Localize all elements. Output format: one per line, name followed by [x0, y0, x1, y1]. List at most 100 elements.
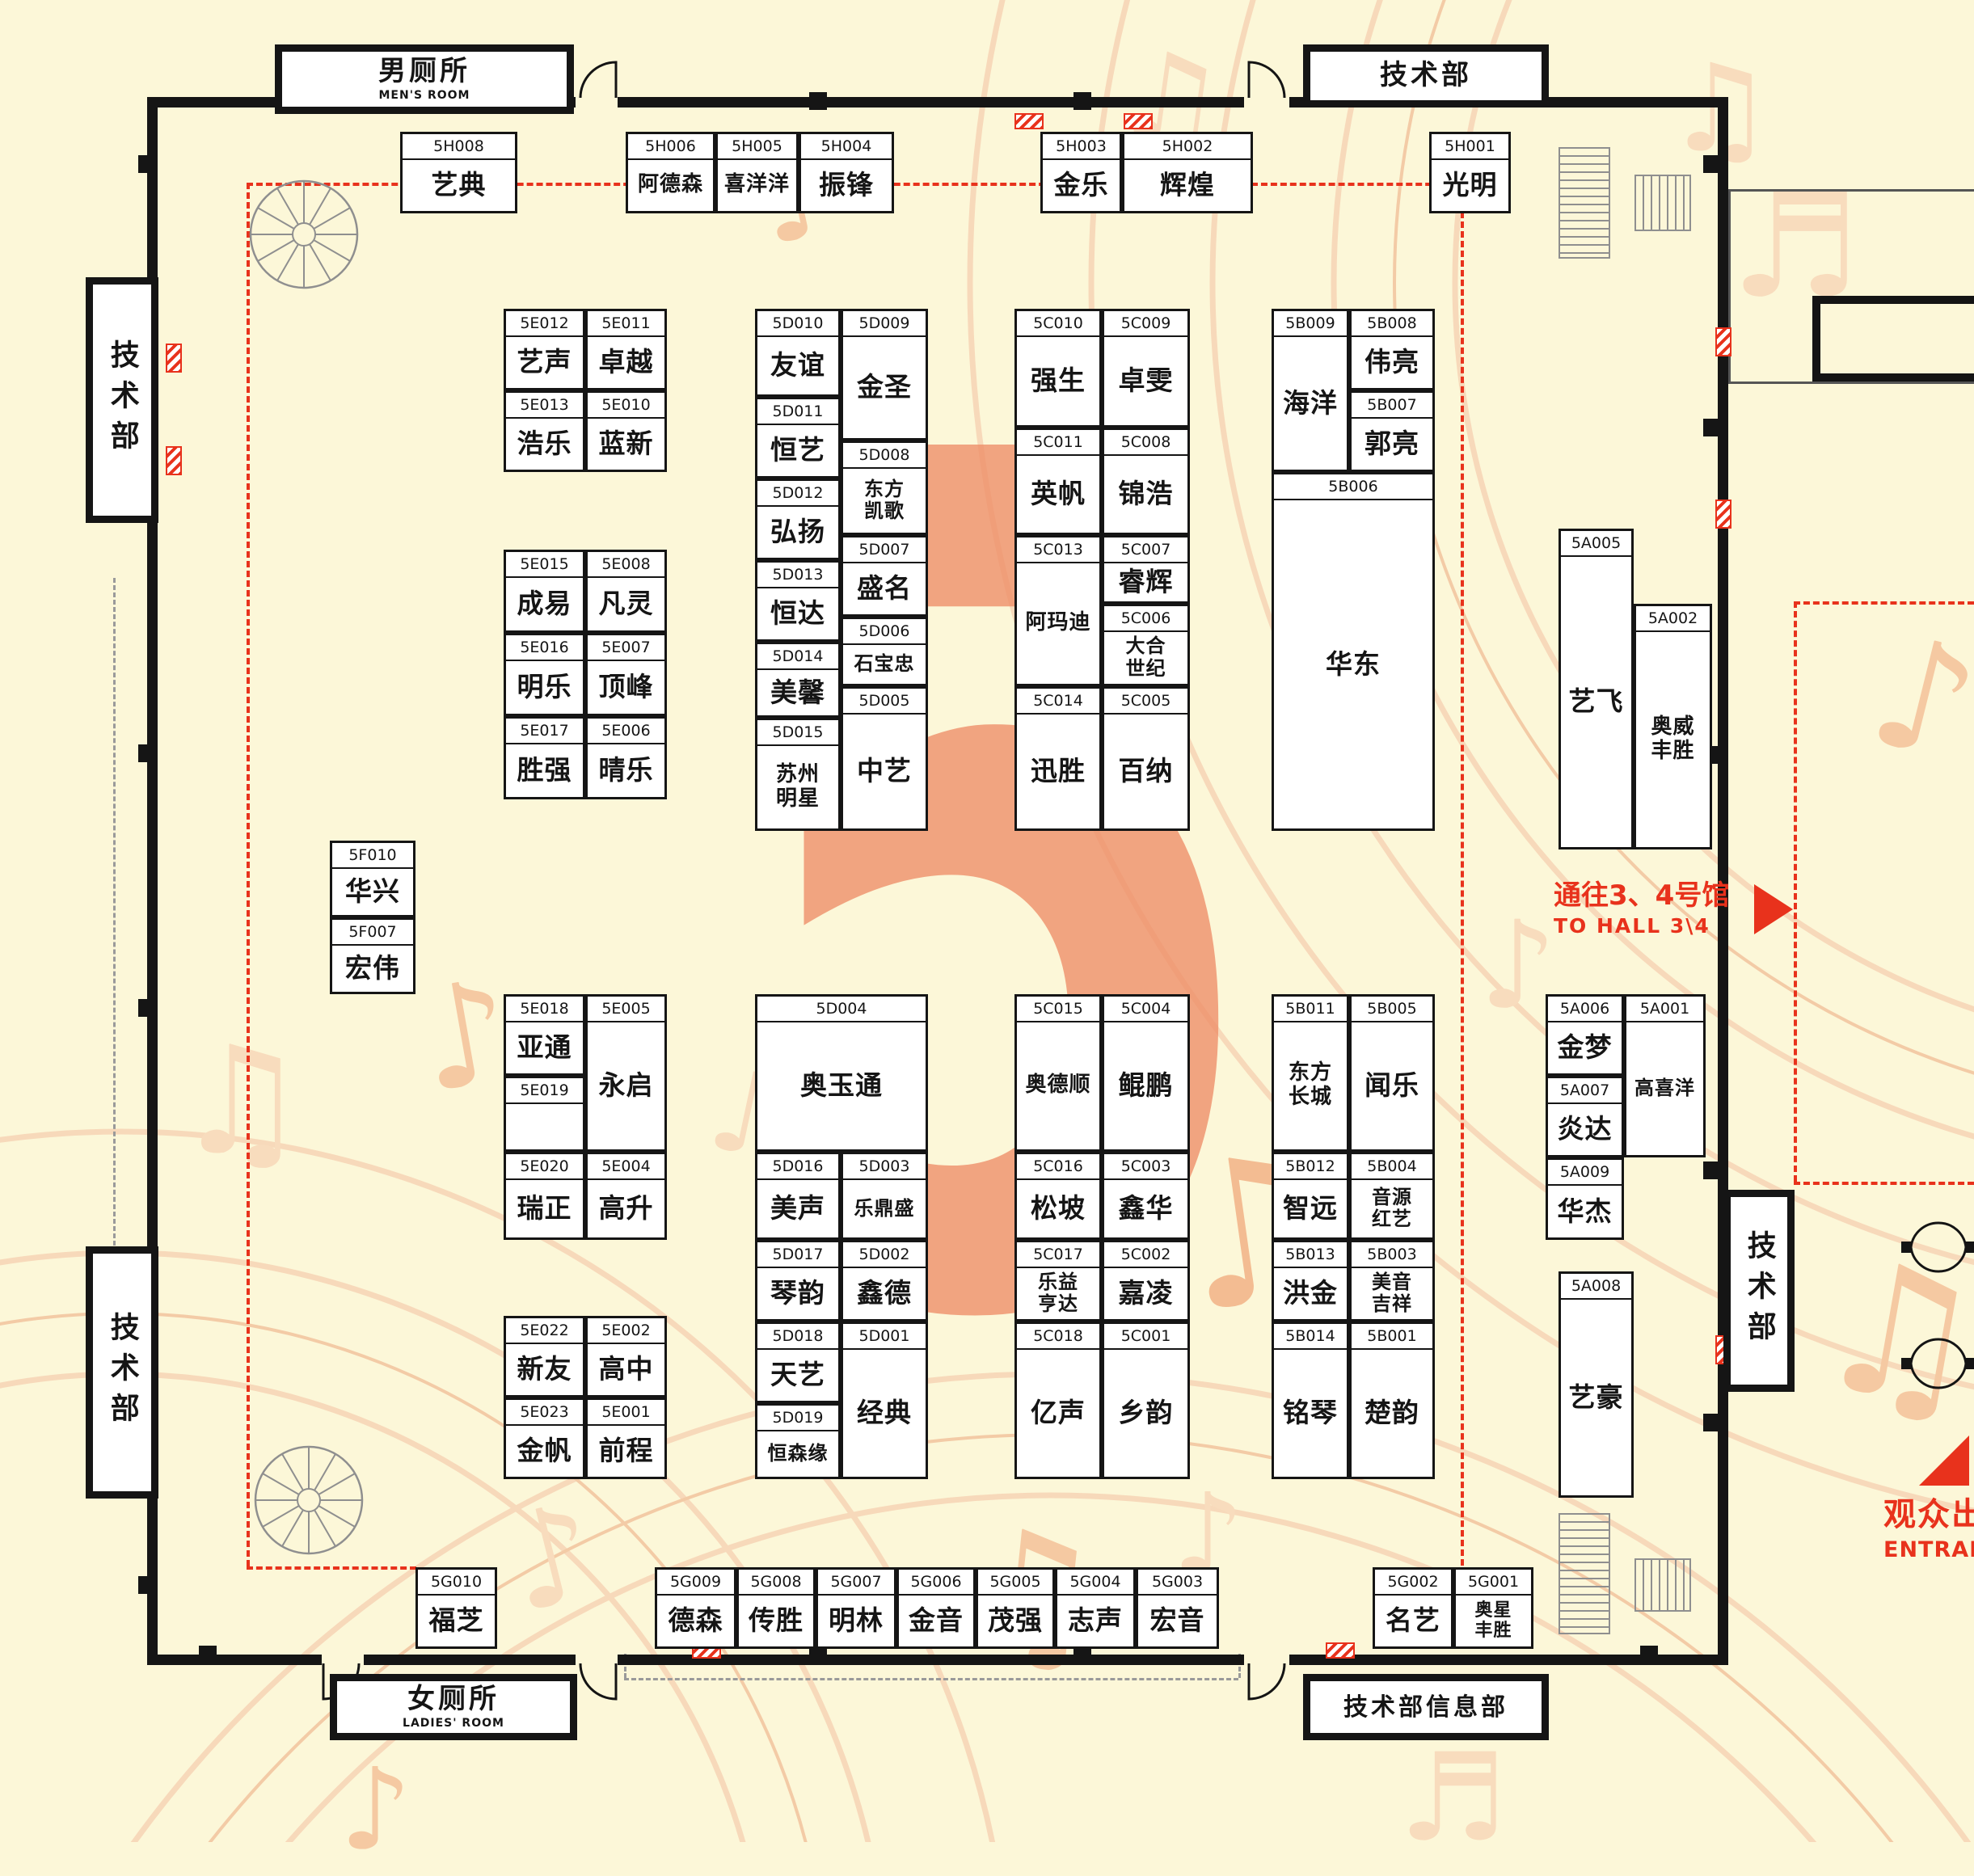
to-hall-3-4-sign: 通往3、4号馆 TO HALL 3\4 [1554, 878, 1729, 940]
booth-name: 东方 长城 [1288, 1060, 1332, 1110]
tech-dept-left-lower-label: 技术部 [105, 1312, 139, 1433]
booth-name: 楚韵 [1365, 1397, 1419, 1429]
booth-name: 奥玉通 [800, 1069, 883, 1102]
booth-name: 亿声 [1031, 1397, 1086, 1429]
booth-name: 乐鼎盛 [854, 1196, 915, 1220]
booth-id: 5C003 [1104, 1154, 1187, 1180]
booth-name: 鑫华 [1118, 1192, 1174, 1225]
booth-id: 5C015 [1017, 997, 1099, 1022]
booth-id: 5D006 [843, 619, 926, 645]
booth-id: 5B007 [1352, 393, 1432, 419]
wall-column [1640, 1646, 1658, 1663]
booth-id: 5H008 [403, 134, 515, 160]
booth-name: 辉煌 [1160, 169, 1215, 201]
booth-id: 5G006 [899, 1570, 973, 1596]
booth-id: 5D010 [757, 311, 838, 337]
booth-name: 传胜 [749, 1604, 804, 1637]
booth-id: 5B006 [1274, 474, 1432, 500]
booth-id: 5C006 [1104, 606, 1187, 632]
booth-id: 5B009 [1274, 311, 1347, 337]
booth-name: 胜强 [517, 754, 572, 786]
tech-dept-top: 技术部 [1303, 44, 1549, 108]
booth-id: 5E011 [588, 311, 664, 337]
door-icon [1247, 1663, 1286, 1701]
booth-id: 5C008 [1104, 430, 1187, 456]
booth-name: 顶峰 [598, 671, 654, 703]
booth-id: 5B001 [1352, 1324, 1432, 1350]
red-dashed-line [1794, 1182, 1974, 1185]
booth-name: 亚通 [517, 1031, 572, 1064]
booth-name: 睿辉 [1118, 566, 1174, 598]
booth-name: 高升 [598, 1192, 654, 1225]
tech-dept-left-upper-label: 技术部 [105, 339, 139, 461]
right-annex-outline [1728, 189, 1974, 384]
music-note-decoration: ♬ [1398, 1728, 1508, 1869]
booth-name: 音源 红艺 [1372, 1185, 1412, 1231]
wall-column [1703, 155, 1721, 173]
red-dashed-line [1794, 601, 1797, 1182]
booth-id: 5H006 [628, 134, 713, 160]
fire-equipment-icon [1124, 113, 1153, 129]
staircase [1559, 147, 1610, 259]
booth-name: 成易 [517, 588, 572, 620]
booth-name: 天艺 [770, 1359, 825, 1391]
booth-name: 茂强 [988, 1604, 1043, 1637]
booth-name: 美音 吉祥 [1372, 1270, 1412, 1316]
booth-id: 5A005 [1561, 531, 1631, 557]
booth-id: 5E010 [588, 393, 664, 419]
to-hall-sign-cn: 通往3、4号馆 [1554, 879, 1730, 912]
booth-name: 金乐 [1053, 169, 1109, 201]
ladies-room-label-en: LADIES' ROOM [403, 1716, 504, 1730]
entrance-sign-en: ENTRANCE [1883, 1537, 1974, 1562]
to-hall-arrow-icon [1754, 884, 1793, 934]
tech-dept-right: 技术部 [1723, 1190, 1795, 1392]
booth-id: 5B011 [1274, 997, 1347, 1022]
booth-id: 5H005 [718, 134, 796, 160]
staircase [1559, 1513, 1610, 1634]
wall-column [1073, 92, 1091, 110]
gray-dashed-line [624, 1678, 1238, 1680]
booth-id: 5E018 [506, 997, 583, 1022]
booth-id: 5A006 [1548, 997, 1622, 1022]
booth-id: 5E015 [506, 552, 583, 578]
booth-id: 5C004 [1104, 997, 1187, 1022]
booth-id: 5G004 [1057, 1570, 1133, 1596]
booth-5e015: 5E015 成易 [504, 550, 585, 633]
wall-column [138, 999, 156, 1017]
booth-name: 美声 [770, 1192, 825, 1225]
tech-dept-left-lower: 技术部 [86, 1246, 158, 1499]
booth-name: 金圣 [857, 371, 912, 403]
booth-name: 阿玛迪 [1025, 610, 1091, 635]
booth-name: 友谊 [770, 349, 825, 382]
booth-name: 恒森缘 [767, 1442, 829, 1465]
booth-id: 5F010 [332, 843, 413, 869]
to-hall-sign-en: TO HALL 3\4 [1554, 914, 1710, 938]
fire-equipment-icon [1715, 500, 1731, 529]
tech-dept-right-label: 技术部 [1742, 1230, 1776, 1351]
booth-id: 5E013 [506, 393, 583, 419]
